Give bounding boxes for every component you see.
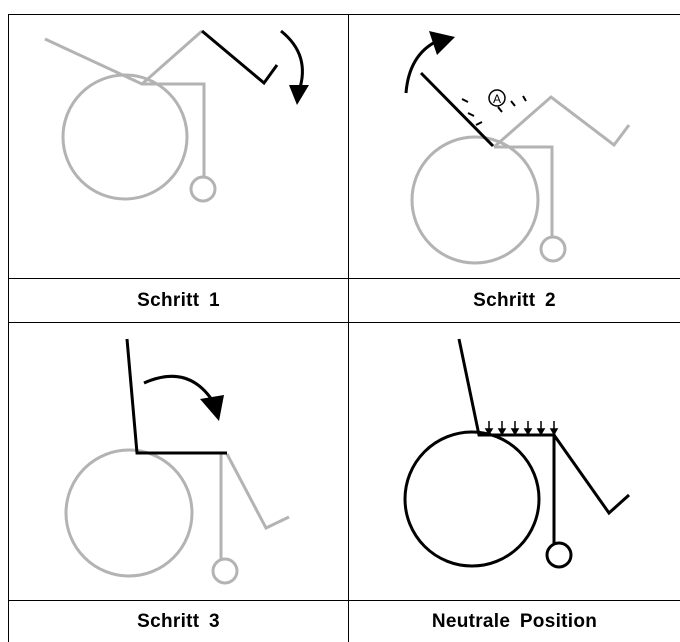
step-2-label-cell: Schritt 2: [348, 278, 680, 322]
step-3-illustration: [8, 322, 348, 600]
marker-a-label: A: [493, 92, 501, 106]
step-1-illustration: [8, 14, 348, 278]
wheelchair-step-1-icon: [44, 29, 309, 203]
step-2-illustration: A: [348, 14, 680, 278]
neutral-position-label-cell: Neutrale Position: [348, 600, 680, 642]
step-3-label-cell: Schritt 3: [8, 600, 348, 642]
wheelchair-neutral-position-icon: [403, 338, 631, 569]
marker-a-icon: [488, 89, 506, 107]
step-2-label: Schritt 2: [473, 289, 556, 311]
step-1-label: Schritt 1: [137, 289, 220, 311]
step-3-label: Schritt 3: [137, 610, 220, 632]
neutral-position-illustration: [348, 322, 680, 600]
wheelchair-step-3-icon: [64, 338, 290, 585]
neutral-position-label: Neutrale Position: [431, 610, 598, 632]
step-1-label-cell: Schritt 1: [8, 278, 348, 322]
wheelchair-step-2-icon: A: [404, 31, 631, 265]
